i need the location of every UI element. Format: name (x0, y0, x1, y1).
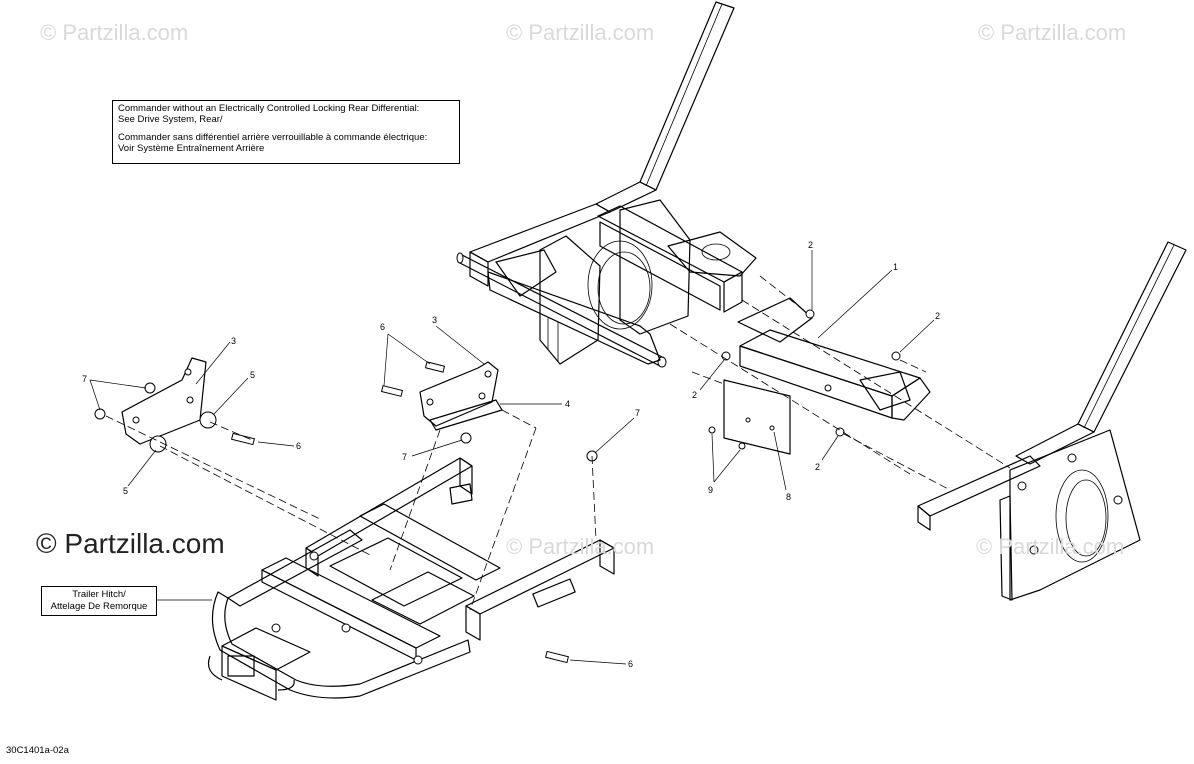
cross-member-part-1 (737, 297, 931, 421)
left-bracket-part-3 (121, 357, 207, 445)
callout-9: 9 (708, 485, 713, 495)
callout-4: 4 (565, 399, 570, 409)
callout-8: 8 (786, 492, 791, 502)
fastener-part-9 (708, 426, 746, 450)
center-bracket-part-3 (419, 361, 499, 427)
watermark: © Partzilla.com (976, 534, 1125, 559)
callout-2: 2 (692, 390, 697, 400)
trailer-hitch-label: Trailer Hitch/ Attelage De Remorque (41, 586, 157, 616)
callout-1: 1 (893, 262, 898, 272)
callout-7: 7 (82, 374, 87, 384)
spacer-part-5 (149, 411, 217, 453)
diagram-code: 30C1401a-02a (6, 745, 69, 756)
watermark: © Partzilla.com (978, 20, 1127, 45)
assembly-lines (105, 275, 1011, 611)
callouts: 3 7 5 6 5 6 3 4 7 6 2 1 2 2 7 2 (82, 240, 940, 669)
callout-7: 7 (402, 452, 407, 462)
callout-2: 2 (935, 311, 940, 321)
callout-2: 2 (808, 240, 813, 250)
callout-3: 3 (432, 315, 437, 325)
callout-2: 2 (815, 462, 820, 472)
watermark: © Partzilla.com (40, 20, 189, 45)
trailer-hitch-frame (207, 457, 615, 701)
note-english: Commander without an Electrically Contro… (118, 103, 420, 125)
right-frame-assembly (917, 241, 1187, 601)
bolt-part-6 (230, 361, 570, 664)
callout-6: 6 (296, 441, 301, 451)
note-french: Commander sans différentiel arrière verr… (118, 132, 428, 154)
watermark: © Partzilla.com (506, 534, 655, 559)
watermark: © Partzilla.com (36, 528, 225, 559)
nut-part-2 (721, 309, 901, 437)
callout-6: 6 (628, 659, 633, 669)
callout-6: 6 (380, 322, 385, 332)
note-box: Commander without an Electrically Contro… (112, 100, 460, 164)
nut-part-7 (94, 382, 598, 462)
callout-3: 3 (231, 336, 236, 346)
callout-7: 7 (635, 408, 640, 418)
plate-part-4 (429, 399, 503, 431)
center-frame-assembly (456, 1, 757, 368)
callout-5: 5 (123, 486, 128, 496)
callout-5: 5 (250, 370, 255, 380)
watermark: © Partzilla.com (506, 20, 655, 45)
license-plate-part-8 (723, 379, 791, 455)
